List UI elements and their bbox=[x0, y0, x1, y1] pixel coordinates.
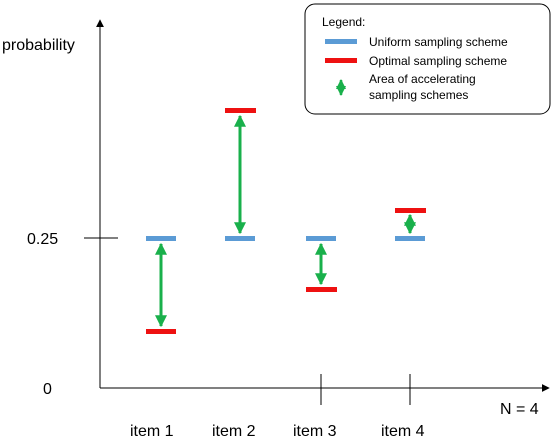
legend-arrow-label-line1: Area of accelerating bbox=[369, 72, 476, 86]
legend-optimal-label: Optimal sampling scheme bbox=[369, 54, 507, 68]
item-label-3: item 3 bbox=[293, 423, 337, 438]
origin-label: 0 bbox=[43, 381, 52, 398]
item1-optimal-bar bbox=[146, 329, 176, 334]
legend-arrow-label-line2: sampling schemes bbox=[369, 88, 468, 102]
y-tick-label: 0.25 bbox=[27, 231, 58, 248]
item-label-4: item 4 bbox=[381, 423, 425, 438]
legend-uniform-swatch bbox=[325, 39, 357, 44]
y-axis-label: probability bbox=[2, 37, 75, 54]
item3-optimal-bar bbox=[306, 287, 337, 292]
item1-uniform-bar bbox=[146, 236, 176, 241]
legend-box bbox=[304, 3, 551, 115]
item-label-2: item 2 bbox=[212, 423, 256, 438]
legend-optimal-swatch bbox=[325, 58, 357, 63]
item2-uniform-bar bbox=[225, 236, 255, 241]
item2-optimal-bar bbox=[225, 108, 256, 113]
legend-uniform-label: Uniform sampling scheme bbox=[369, 35, 508, 49]
item-label-1: item 1 bbox=[130, 423, 174, 438]
x-axis-label: N = 4 bbox=[500, 401, 539, 418]
legend-title: Legend: bbox=[322, 15, 365, 29]
item4-uniform-bar bbox=[395, 236, 425, 241]
legend: Legend: Uniform sampling scheme Optimal … bbox=[304, 3, 551, 115]
item4-optimal-bar bbox=[395, 208, 426, 213]
item3-uniform-bar bbox=[306, 236, 336, 241]
